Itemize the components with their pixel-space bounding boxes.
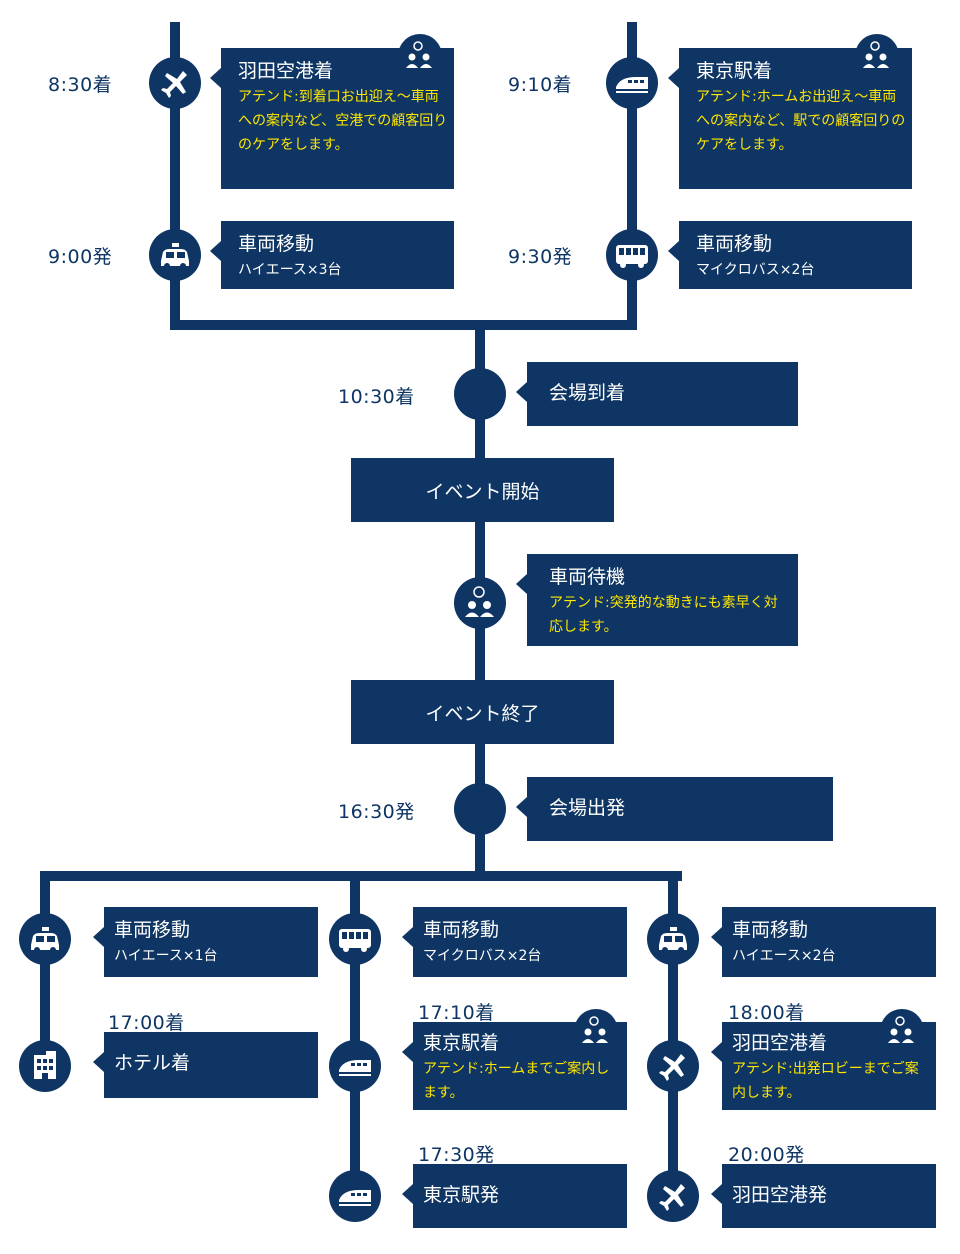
attend-note: アテンド:ホームお出迎え〜車両への案内など、駅での顧客回りのケアをします。 xyxy=(696,89,906,153)
box-title: イベント終了 xyxy=(425,702,540,725)
attendants-icon xyxy=(582,1016,608,1043)
box-title: 車両待機 xyxy=(549,566,626,588)
attend-note: アテンド:到着口お出迎え〜車両への案内など、空港での顧客回りのケアをします。 xyxy=(238,89,448,153)
attend-note: アテンド:ホームまでご案内します。 xyxy=(423,1061,610,1101)
attendants-icon xyxy=(888,1016,914,1043)
bus-node xyxy=(606,229,658,281)
airport-node xyxy=(647,1040,699,1092)
time-label: 17:00着 xyxy=(108,1012,185,1034)
time-label: 10:30着 xyxy=(338,386,415,408)
attendants-icon xyxy=(863,41,889,68)
bullet-train-icon xyxy=(339,1190,371,1206)
station-node xyxy=(606,57,658,109)
event-end-box: イベント終了 xyxy=(351,680,614,744)
attendant-badge xyxy=(398,34,442,78)
vehicle-move-box: 車両移動 ハイエース×2台 xyxy=(711,907,936,977)
box-subtitle: ハイエース×1台 xyxy=(114,948,218,964)
standby-node xyxy=(454,577,506,629)
attend-note: アテンド:突発的な動きにも素早く対応します。 xyxy=(549,595,778,635)
attendants-icon xyxy=(406,41,432,68)
venue-arrival-node xyxy=(454,368,506,420)
box-subtitle: ハイエース×3台 xyxy=(238,262,342,278)
hotel-node xyxy=(19,1040,71,1092)
hotel-icon xyxy=(34,1051,56,1079)
box-title: 羽田空港発 xyxy=(732,1184,828,1206)
vehicle-standby-box: 車両待機 アテンド:突発的な動きにも素早く対応します。 xyxy=(516,554,798,646)
box-title: イベント開始 xyxy=(425,480,540,503)
bullet-train-icon xyxy=(616,77,648,93)
box-title: 東京駅発 xyxy=(423,1184,500,1206)
attend-note: アテンド:出発ロビーまでご案内します。 xyxy=(732,1061,919,1101)
tokyo-station-departure-box: 東京駅発 xyxy=(402,1164,627,1228)
airplane-icon xyxy=(659,1184,685,1211)
station-node xyxy=(329,1170,381,1222)
bus-icon xyxy=(616,245,648,268)
venue-departure-node xyxy=(454,783,506,835)
time-label: 18:00着 xyxy=(728,1002,805,1024)
venue-arrival-box: 会場到着 xyxy=(516,362,798,426)
time-label: 17:10着 xyxy=(418,1002,495,1024)
haneda-departure-box: 羽田空港発 xyxy=(711,1164,936,1228)
event-start-box: イベント開始 xyxy=(351,458,614,522)
airplane-icon xyxy=(161,71,187,98)
vehicle-move-box: 車両移動 マイクロバス×2台 xyxy=(668,221,912,289)
taxi-node xyxy=(149,229,201,281)
attendants-icon xyxy=(465,586,494,617)
vehicle-move-box: 車両移動 ハイエース×1台 xyxy=(93,907,318,977)
box-title: 羽田空港着 xyxy=(238,60,334,82)
taxi-icon xyxy=(659,927,687,953)
time-label: 9:30発 xyxy=(508,246,573,268)
time-label: 9:10着 xyxy=(508,74,573,96)
taxi-node xyxy=(19,913,71,965)
bullet-train-icon xyxy=(339,1060,371,1076)
box-title: 会場到着 xyxy=(549,382,626,404)
box-subtitle: ハイエース×2台 xyxy=(732,948,836,964)
time-label: 8:30着 xyxy=(48,74,113,96)
box-title: 車両移動 xyxy=(696,233,773,255)
airplane-icon xyxy=(659,1054,685,1081)
box-title: 車両移動 xyxy=(423,919,500,941)
time-label: 20:00発 xyxy=(728,1144,805,1166)
box-subtitle: マイクロバス×2台 xyxy=(423,948,542,964)
box-title: 会場出発 xyxy=(549,797,626,819)
taxi-node xyxy=(647,913,699,965)
box-title: 車両移動 xyxy=(114,919,191,941)
vehicle-move-box: 車両移動 ハイエース×3台 xyxy=(210,221,454,289)
airport-node xyxy=(149,57,201,109)
box-subtitle: マイクロバス×2台 xyxy=(696,262,815,278)
airport-node xyxy=(647,1170,699,1222)
box-title: 東京駅着 xyxy=(423,1032,500,1054)
box-title: 羽田空港着 xyxy=(732,1032,828,1054)
bus-icon xyxy=(339,929,371,952)
bus-node xyxy=(329,913,381,965)
station-node xyxy=(329,1040,381,1092)
box-title: ホテル着 xyxy=(114,1052,191,1074)
box-title: 東京駅着 xyxy=(696,60,773,82)
box-title: 車両移動 xyxy=(732,919,809,941)
time-label: 17:30発 xyxy=(418,1144,495,1166)
attendant-badge xyxy=(574,1009,618,1053)
time-label: 9:00発 xyxy=(48,246,113,268)
taxi-icon xyxy=(31,927,59,953)
venue-departure-box: 会場出発 xyxy=(516,777,833,841)
attendant-badge xyxy=(880,1009,924,1053)
taxi-icon xyxy=(161,243,189,269)
time-label: 16:30発 xyxy=(338,801,415,823)
vehicle-move-box: 車両移動 マイクロバス×2台 xyxy=(402,907,627,977)
box-title: 車両移動 xyxy=(238,233,315,255)
attendant-badge xyxy=(855,34,899,78)
hotel-arrival-box: ホテル着 xyxy=(93,1032,318,1098)
